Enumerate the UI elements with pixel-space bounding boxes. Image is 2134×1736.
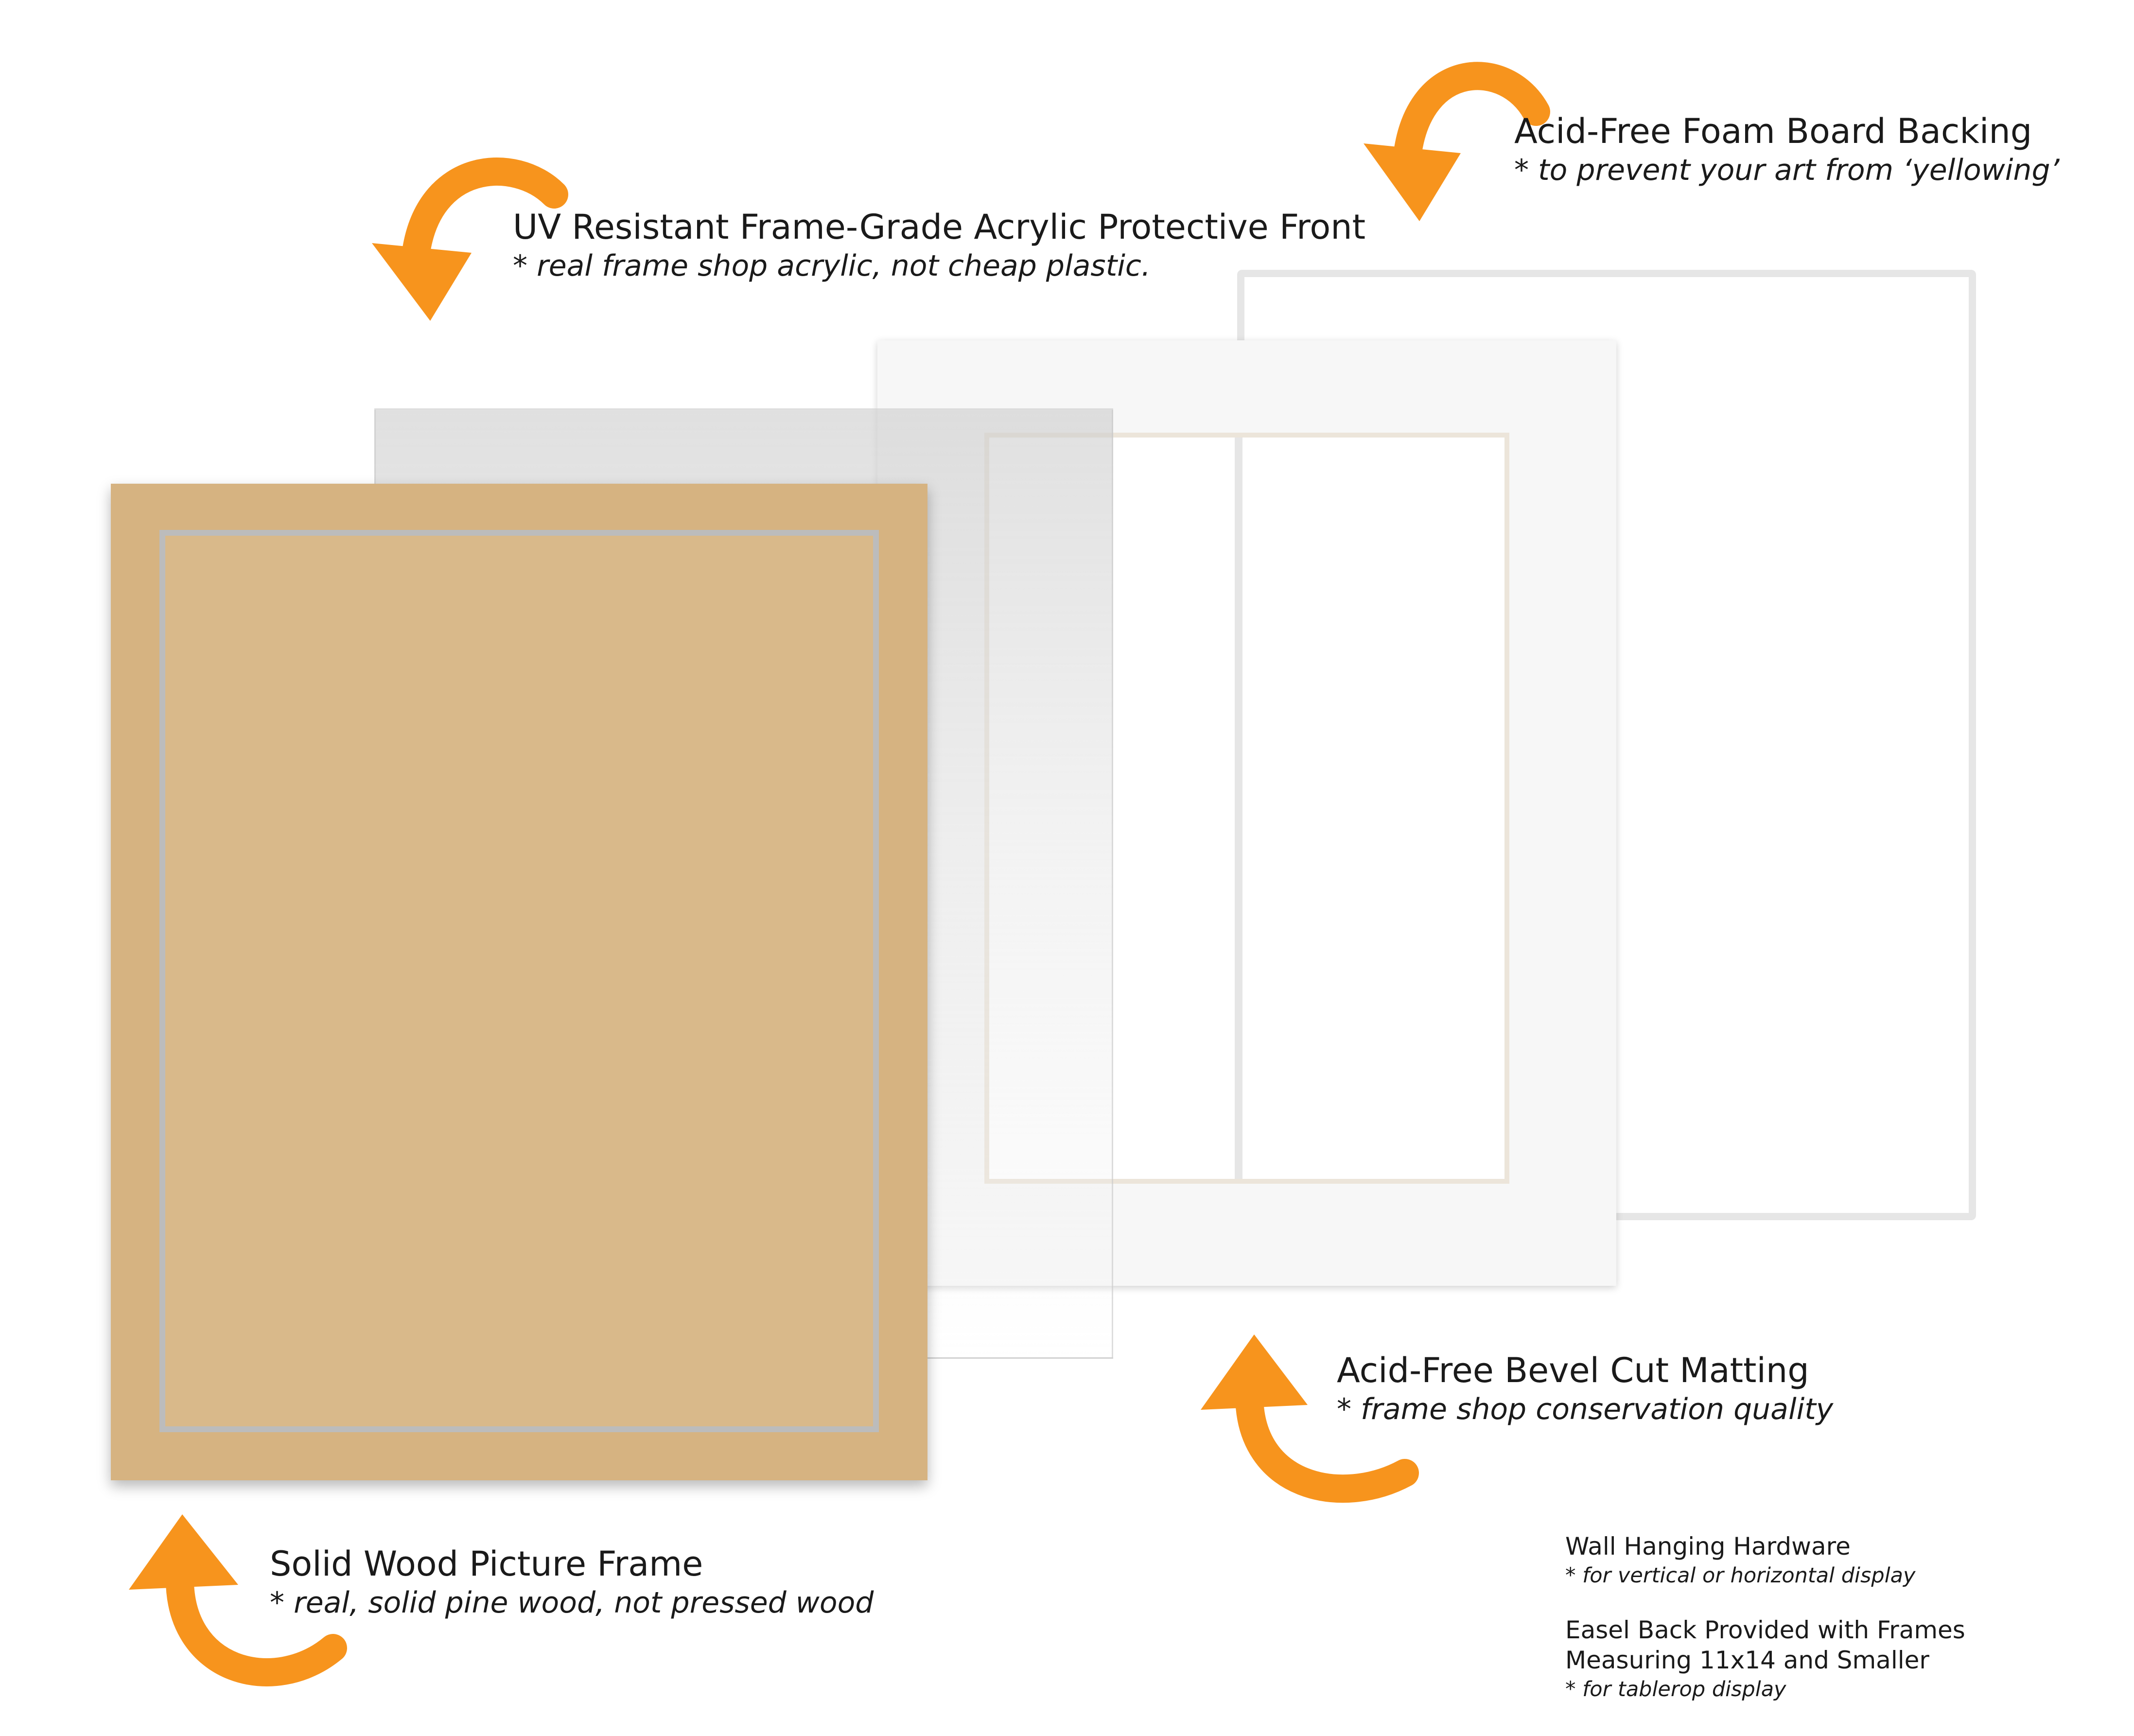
label-frame-title: Solid Wood Picture Frame	[270, 1544, 703, 1584]
arrow-matting-icon	[1201, 1334, 1419, 1503]
label-easel-note: * for tablerop display	[1565, 1677, 1786, 1701]
label-matting-note: * frame shop conservation quality	[1337, 1392, 1834, 1426]
label-acrylic-note: * real frame shop acrylic, not cheap pla…	[513, 249, 1151, 283]
label-hardware: Wall Hanging Hardware * for vertical or …	[1565, 1531, 1915, 1590]
label-acrylic-title: UV Resistant Frame-Grade Acrylic Protect…	[513, 207, 1366, 247]
frame-opening	[159, 530, 879, 1432]
label-easel-line1: Easel Back Provided with Frames	[1565, 1616, 1965, 1644]
label-backing-note: * to prevent your art from ‘yellowing’	[1514, 153, 2060, 187]
label-easel-line2: Measuring 11x14 and Smaller	[1565, 1646, 1929, 1674]
label-hardware-note: * for vertical or horizontal display	[1565, 1563, 1916, 1588]
label-easel: Easel Back Provided with Frames Measurin…	[1565, 1615, 1965, 1703]
wood-picture-frame	[111, 484, 927, 1480]
label-frame-note: * real, solid pine wood, not pressed woo…	[270, 1586, 874, 1620]
label-backing: Acid-Free Foam Board Backing * to preven…	[1514, 111, 2060, 189]
label-frame: Solid Wood Picture Frame * real, solid p…	[270, 1543, 874, 1621]
arrow-backing-icon	[1364, 62, 1550, 221]
label-acrylic: UV Resistant Frame-Grade Acrylic Protect…	[513, 207, 1365, 284]
arrow-acrylic-icon	[372, 158, 568, 321]
label-hardware-title: Wall Hanging Hardware	[1565, 1532, 1851, 1561]
label-matting-title: Acid-Free Bevel Cut Matting	[1337, 1350, 1809, 1390]
arrow-frame-icon	[129, 1514, 347, 1686]
backing-seam-visible-through-mat	[1235, 438, 1242, 1179]
label-matting: Acid-Free Bevel Cut Matting * frame shop…	[1337, 1350, 1833, 1428]
label-backing-title: Acid-Free Foam Board Backing	[1514, 111, 2032, 151]
